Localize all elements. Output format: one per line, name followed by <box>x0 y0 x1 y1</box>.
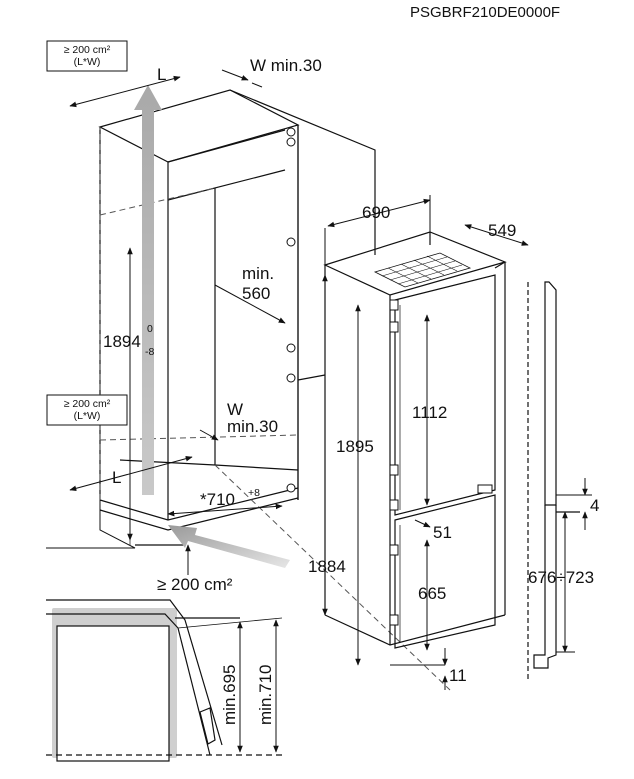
min560-label-2: 560 <box>242 284 270 303</box>
detail-section <box>46 599 283 762</box>
depth-710-sup: +8 <box>248 487 260 499</box>
width-690-label: 690 <box>362 203 390 222</box>
height-1894-sub: -8 <box>145 346 154 358</box>
vent-top-lw-label: (L*W) <box>74 56 101 68</box>
range-676-723-label: 676÷723 <box>528 568 594 587</box>
height-1894-sup: 0 <box>147 323 153 335</box>
height-665-label: 665 <box>418 584 446 603</box>
width-top-label: W min.30 <box>250 56 322 75</box>
gap-51-label: 51 <box>433 523 452 542</box>
niche-dimensions <box>69 69 286 575</box>
width-mid-min-label: min.30 <box>227 417 278 436</box>
width-mid-w-label: W <box>227 400 243 419</box>
min560-label-1: min. <box>242 264 274 283</box>
depth-549-label: 549 <box>488 221 516 240</box>
height-1895-label: 1895 <box>336 437 374 456</box>
appliance-hinges <box>389 299 493 626</box>
offset-4-label: 4 <box>590 496 599 515</box>
appliance-body <box>323 231 507 649</box>
appliance-dimensions <box>322 195 529 690</box>
product-code: PSGBRF210DE0000F <box>410 4 560 21</box>
airflow-in-arrow <box>168 525 290 568</box>
vent-top-area-label: ≥ 200 cm² <box>64 44 111 56</box>
vent-mid-lw-label: (L*W) <box>74 410 101 422</box>
airflow-up-arrow <box>134 85 162 495</box>
depth-710-label: *710 <box>200 490 235 509</box>
vent-box-top <box>46 40 128 72</box>
niche-hinges <box>286 127 296 493</box>
detail-dimensions <box>237 619 279 753</box>
height-1884-label: 1884 <box>308 557 346 576</box>
rail-dimensions <box>556 478 592 653</box>
vent-box-mid <box>46 394 128 426</box>
door-rail <box>527 281 580 680</box>
vent-mid-area-label: ≥ 200 cm² <box>64 398 111 410</box>
length-top-label: L <box>157 65 166 84</box>
min695-label: min.695 <box>220 665 239 725</box>
vent-bottom-label: ≥ 200 cm² <box>157 575 233 594</box>
height-1894-label: 1894 <box>103 332 141 351</box>
niche-cabinet <box>46 89 376 549</box>
length-bottom-label: L <box>112 468 121 487</box>
min710-label: min.710 <box>256 665 275 725</box>
height-1112-label: 1112 <box>412 403 447 422</box>
gap-11-label: 11 <box>449 666 467 685</box>
